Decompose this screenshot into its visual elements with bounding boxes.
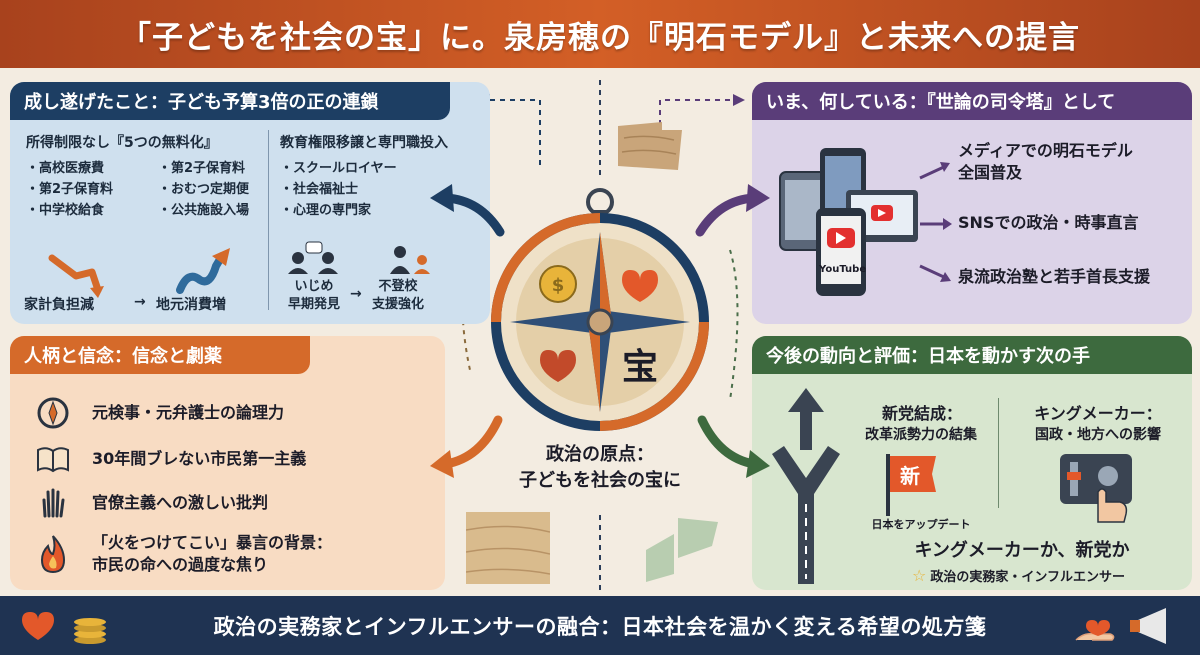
compass-icon — [37, 397, 69, 429]
new-party-title: 新党結成： — [881, 404, 962, 423]
logic-item: 元検事・元弁護士の論理力 — [36, 396, 284, 430]
heart-coins-icon — [22, 612, 106, 644]
free-services-list: ・高校医療費 ・第2子保育料 ・第2子保育料 ・おむつ定期便 ・中学校給食 ・公… — [26, 158, 266, 221]
kingmaker-title: キングメーカー： — [1034, 404, 1162, 423]
list-item: ・高校医療費 — [26, 161, 105, 176]
raised-hand-icon — [42, 488, 65, 518]
achievements-panel: 成し遂げたこと：子ども予算3倍の正の連鎖 所得制限なし『5つの無料化』 ・高校医… — [10, 82, 490, 324]
column-divider — [268, 130, 269, 310]
activity-arrows — [919, 162, 952, 282]
flow-arrow: → — [134, 294, 146, 310]
list-item: ・スクールロイヤー — [280, 161, 397, 176]
citizen-first-item: 30年間ブレない市民第一主義 — [36, 442, 306, 476]
footer-bar: 政治の実務家とインフルエンサーの融合：日本社会を温かく変える希望の処方箋 — [0, 596, 1200, 655]
hand-megaphone-icon — [1075, 608, 1166, 644]
footer-text: 政治の実務家とインフルエンサーの融合：日本社会を温かく変える希望の処方箋 — [213, 614, 987, 639]
criticism-item: 官僚主義への激しい批判 — [36, 486, 268, 520]
flag-character: 新 — [900, 464, 920, 488]
green-patch-bottom-right — [646, 518, 718, 582]
remark-item: 「火をつけてこい」暴言の背景： 市民の命への過度な焦り — [36, 532, 332, 576]
new-party-subtitle: 改革派勢力の結集 — [865, 427, 977, 443]
tagline: ☆ 政治の実務家・インフルエンサー — [912, 566, 1125, 585]
fire-icon — [40, 535, 66, 574]
household-burden-label: 家計負担減 — [24, 297, 94, 313]
bullying-detection-label: いじめ 早期発見 — [288, 279, 341, 312]
flag-caption: 日本をアップデート — [871, 518, 971, 531]
list-item: ・おむつ定期便 — [158, 182, 250, 197]
wood-patch-top — [618, 122, 682, 170]
free-services-heading: 所得制限なし『5つの無料化』 — [26, 135, 218, 151]
list-item: ・公共施設入場 — [158, 203, 250, 218]
devices-illustration — [779, 148, 918, 296]
list-item: ・第2子保育料 — [158, 161, 246, 176]
kingmaker-subtitle: 国政・地方への影響 — [1035, 427, 1161, 443]
treasure-compass: $ — [491, 188, 709, 431]
treasure-character: 宝 — [621, 347, 658, 388]
personality-heading: 人柄と信念：信念と劇薬 — [10, 336, 310, 374]
downward-trend-icon — [48, 254, 104, 298]
future-heading: 今後の動向と評価：日本を動かす次の手 — [752, 336, 1192, 374]
svg-text:$: $ — [552, 275, 565, 296]
star-icon: ☆ — [912, 566, 927, 585]
citizen-first-text: 30年間ブレない市民第一主義 — [92, 449, 307, 468]
book-icon — [37, 447, 69, 473]
media-activity-text: メディアでの明石モデル 全国普及 — [958, 141, 1133, 182]
control-panel-icon — [1060, 454, 1132, 523]
logic-text: 元検事・元弁護士の論理力 — [92, 403, 285, 422]
achievements-heading: 成し遂げたこと：子ども予算3倍の正の連鎖 — [10, 82, 450, 120]
list-item: ・心理の専門家 — [280, 203, 372, 218]
personality-panel: 人柄と信念：信念と劇薬 元検事・元弁護士の論理力 30年間ブレない市民第一主義 … — [10, 336, 445, 590]
list-item: ・社会福祉士 — [280, 182, 359, 197]
professionals-list: ・スクールロイヤー ・社会福祉士 ・心理の専門家 — [280, 158, 485, 221]
criticism-text: 官僚主義への激しい批判 — [92, 493, 269, 512]
local-consumption-label: 地元消費増 — [156, 297, 226, 313]
youtube-label: YouTube — [819, 264, 867, 275]
truancy-support-label: 不登校 支援強化 — [372, 279, 425, 312]
upward-trend-icon — [176, 248, 230, 294]
current-activities-panel: いま、何している：『世論の司令塔』として YouTube メディアでの明石モデル… — [752, 82, 1192, 324]
juku-activity-text: 泉流政治塾と若手首長支援 — [958, 267, 1151, 286]
consultation-icon — [288, 241, 338, 274]
list-item: ・中学校給食 — [26, 203, 105, 218]
free-services-column: 所得制限なし『5つの無料化』 ・高校医療費 ・第2子保育料 ・第2子保育料 ・お… — [26, 132, 266, 221]
professionals-heading: 教育権限移譲と専門職投入 — [280, 135, 448, 151]
remark-text: 「火をつけてこい」暴言の背景： 市民の命への過度な焦り — [92, 533, 333, 574]
tagline-text: 政治の実務家・インフルエンサー — [930, 570, 1125, 585]
current-activities-heading: いま、何している：『世論の司令塔』として — [752, 82, 1192, 120]
future-panel: 今後の動向と評価：日本を動かす次の手 新党結成： 改革派勢力の結集 新 日本をア… — [752, 336, 1192, 590]
page-title: 「子どもを社会の宝」に。泉房穂の『明石モデル』と未来への提言 — [120, 19, 1080, 56]
wood-patch-bottom-left — [466, 512, 550, 584]
title-banner: 「子どもを社会の宝」に。泉房穂の『明石モデル』と未来への提言 — [0, 0, 1200, 68]
option-divider — [998, 398, 999, 508]
flow-arrow: → — [350, 286, 362, 302]
forked-road-icon — [772, 388, 840, 584]
future-question: キングメーカーか、新党か — [914, 540, 1130, 561]
sns-activity-text: SNSでの政治・時事直言 — [958, 213, 1139, 232]
center-caption: 政治の原点： 子どもを社会の宝に — [519, 444, 681, 491]
new-party-flag-icon — [886, 454, 936, 516]
professionals-column: 教育権限移譲と専門職投入 ・スクールロイヤー ・社会福祉士 ・心理の専門家 — [280, 132, 485, 221]
list-item: ・第2子保育料 — [26, 182, 114, 197]
support-icon — [390, 246, 430, 274]
